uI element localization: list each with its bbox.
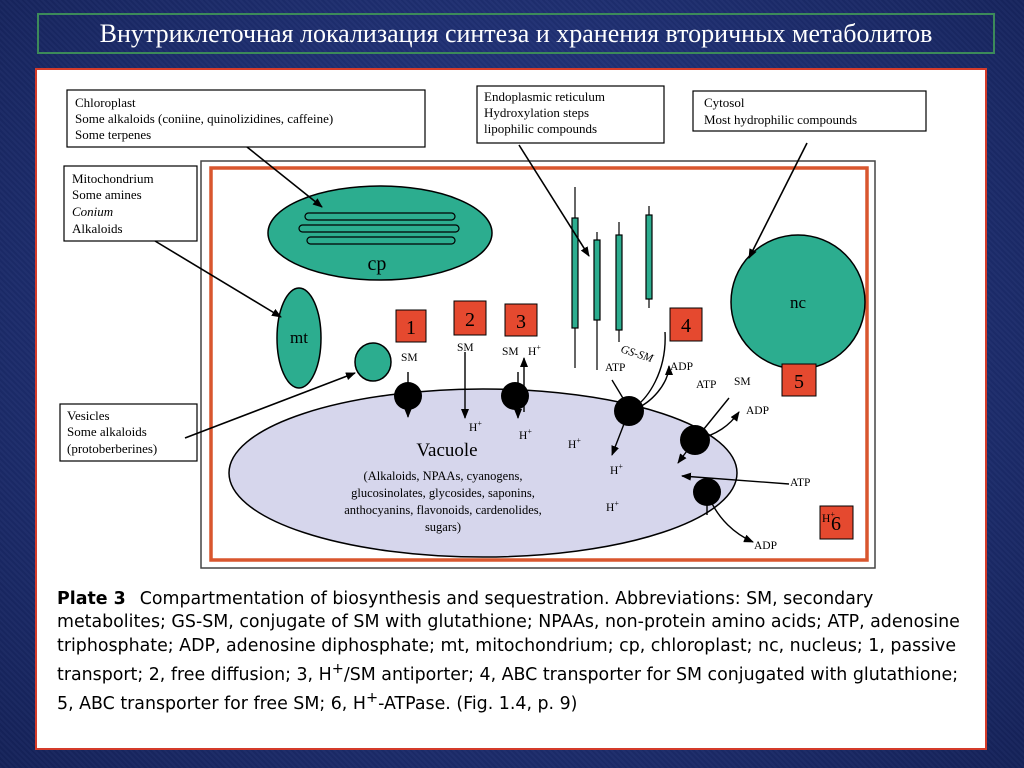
cell-membrane (209, 166, 869, 562)
number-markers: 1 2 3 4 5 6 (395, 300, 854, 540)
cp-label: cp (368, 253, 387, 275)
caption-sup-2: + (365, 689, 379, 706)
sm-label-1: SM (401, 352, 418, 364)
cytosol-pointer-arrow (748, 142, 808, 259)
marker-1 (395, 309, 427, 343)
vacuole-contents-1: (Alkaloids, NPAAs, cyanogens, (364, 469, 523, 483)
er-box-line-2: lipophilic compounds (484, 121, 597, 136)
mitochondrion-box: Mitochondrium Some amines Conium Alkaloi… (63, 165, 198, 242)
chloroplast-box-line-2: Some terpenes (75, 127, 151, 142)
mitochondrion (276, 287, 322, 389)
vacuole-contents-2: glucosinolates, glycosides, saponins, (351, 486, 535, 500)
h-label-vac-3: H+ (606, 499, 619, 514)
cell-outer-wall (200, 160, 876, 569)
cytosol-box: Cytosol Most hydrophilic compounds (692, 90, 927, 132)
caption-label: Plate 3 (57, 589, 126, 609)
marker-4-label: 4 (681, 315, 691, 337)
pointer-arrows (154, 142, 808, 439)
vacuole-contents-4: sugars) (425, 520, 461, 534)
vesicles-box-line-2: (protoberberines) (67, 441, 157, 456)
er-box-line-1: Hydroxylation steps (484, 105, 589, 120)
h-label-3: H+ (528, 343, 541, 358)
slide-title: Внутриклеточная локализация синтеза и хр… (37, 13, 995, 54)
cytosol-box-line-1: Most hydrophilic compounds (704, 112, 857, 127)
cell-diagram: Vacuole (Alkaloids, NPAAs, cyanogens, gl… (59, 85, 927, 569)
h-label-3b: H+ (519, 427, 532, 442)
marker-2-label: 2 (465, 309, 475, 331)
sm-label-5: SM (734, 376, 751, 388)
chloroplast-pointer-arrow (246, 146, 323, 208)
caption-text-2: /SM antiporter; 4, ABC transporter for S… (57, 664, 959, 714)
vesicle (354, 342, 392, 382)
marker-3 (504, 303, 538, 337)
mt-label: mt (290, 328, 308, 347)
vesicles-pointer-arrow (184, 372, 356, 439)
marker-6 (819, 505, 854, 540)
figure-panel: Vacuole (Alkaloids, NPAAs, cyanogens, gl… (35, 68, 987, 750)
caption-sup-1: + (331, 660, 344, 677)
marker-2 (453, 300, 487, 336)
vesicles-box: Vesicles Some alkaloids (protoberberines… (59, 403, 198, 462)
adp-label-5: ADP (746, 405, 769, 417)
marker-4 (669, 307, 703, 342)
vesicles-box-line-1: Some alkaloids (67, 424, 147, 439)
caption-text-3: -ATPase. (Fig. 1.4, p. 9) (378, 693, 578, 714)
adp-label-6: ADP (754, 540, 777, 552)
chloroplast-box-line-1: Some alkaloids (coniine, quinolizidines,… (75, 111, 333, 126)
nc-label: nc (790, 293, 807, 312)
marker-5-label: 5 (794, 371, 804, 393)
h-label-6: H+ (822, 510, 835, 525)
endoplasmic-reticulum (571, 187, 653, 370)
marker-5 (781, 363, 817, 397)
chloroplast (267, 185, 493, 281)
marker-6-label: 6 (831, 513, 841, 535)
caption-text: Compartmentation of biosynthesis and seq… (57, 589, 960, 685)
mitochondrion-box-title: Mitochondrium (72, 171, 154, 186)
sm-label-3: SM (502, 346, 519, 358)
er-pointer-arrow (518, 144, 590, 257)
thylakoid-stack (298, 212, 460, 245)
atp-label-6: ATP (790, 477, 810, 489)
er-box: Endoplasmic reticulum Hydroxylation step… (476, 85, 665, 144)
marker-3-label: 3 (516, 311, 526, 333)
cytosol-box-title: Cytosol (704, 95, 745, 110)
atp-label-5: ATP (696, 379, 716, 391)
h-label-2: H+ (469, 419, 482, 434)
mitochondrion-box-line-1: Some amines (72, 187, 142, 202)
mitochondrion-pointer-arrow (154, 240, 282, 318)
chloroplast-box: Chloroplast Some alkaloids (coniine, qui… (66, 89, 426, 148)
er-box-title: Endoplasmic reticulum (484, 89, 605, 104)
sm-label-2: SM (457, 342, 474, 354)
transporter-3 (501, 382, 529, 410)
transport-arrows (404, 331, 790, 543)
marker-1-label: 1 (406, 317, 416, 339)
vacuole-contents-3: anthocyanins, flavonoids, cardenolides, (344, 503, 542, 517)
vacuole (228, 388, 738, 558)
mitochondrion-box-line-3: Alkaloids (72, 221, 123, 236)
chloroplast-box-title: Chloroplast (75, 95, 136, 110)
vacuole-label: Vacuole (416, 440, 477, 461)
vesicles-box-title: Vesicles (67, 408, 110, 423)
h-label-vac-1: H+ (568, 436, 581, 451)
adp-label-4: ADP (670, 361, 693, 373)
mitochondrion-box-line-2: Conium (72, 204, 113, 219)
atp-label-4: ATP (605, 362, 625, 374)
h-label-vac-2: H+ (610, 462, 623, 477)
